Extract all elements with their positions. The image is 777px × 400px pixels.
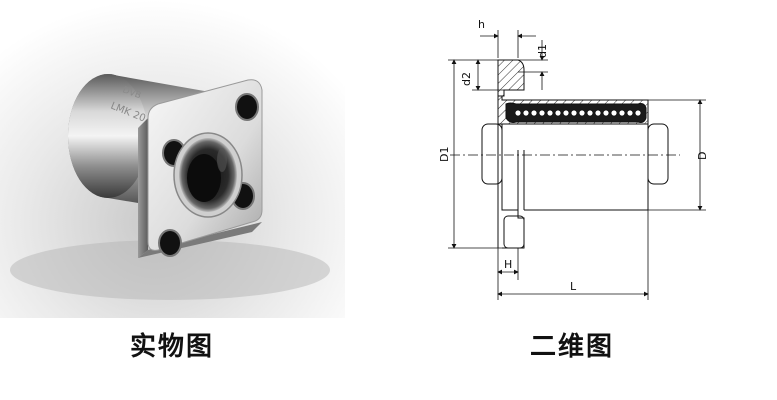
square-flange xyxy=(147,79,263,257)
drawing-caption: 二维图 xyxy=(529,332,614,362)
product-photo: DVB LMK 20 UU xyxy=(0,0,345,318)
ball-row xyxy=(514,109,642,117)
dim-label-d2: d2 xyxy=(460,72,473,86)
photo-caption: 实物图 xyxy=(129,332,214,362)
mount-hole-bl xyxy=(158,229,182,257)
dim-label-H: H xyxy=(504,258,512,271)
dim-label-h: h xyxy=(478,18,485,31)
technical-drawing: h d1 d2 D1 D H L xyxy=(438,18,709,300)
mount-hole-tr xyxy=(235,93,259,121)
flange-section-top xyxy=(497,59,525,97)
dim-label-d1: d1 xyxy=(536,44,549,58)
dim-label-L: L xyxy=(570,280,577,293)
dim-label-D1: D1 xyxy=(438,147,451,162)
dim-label-D: D xyxy=(696,152,709,160)
